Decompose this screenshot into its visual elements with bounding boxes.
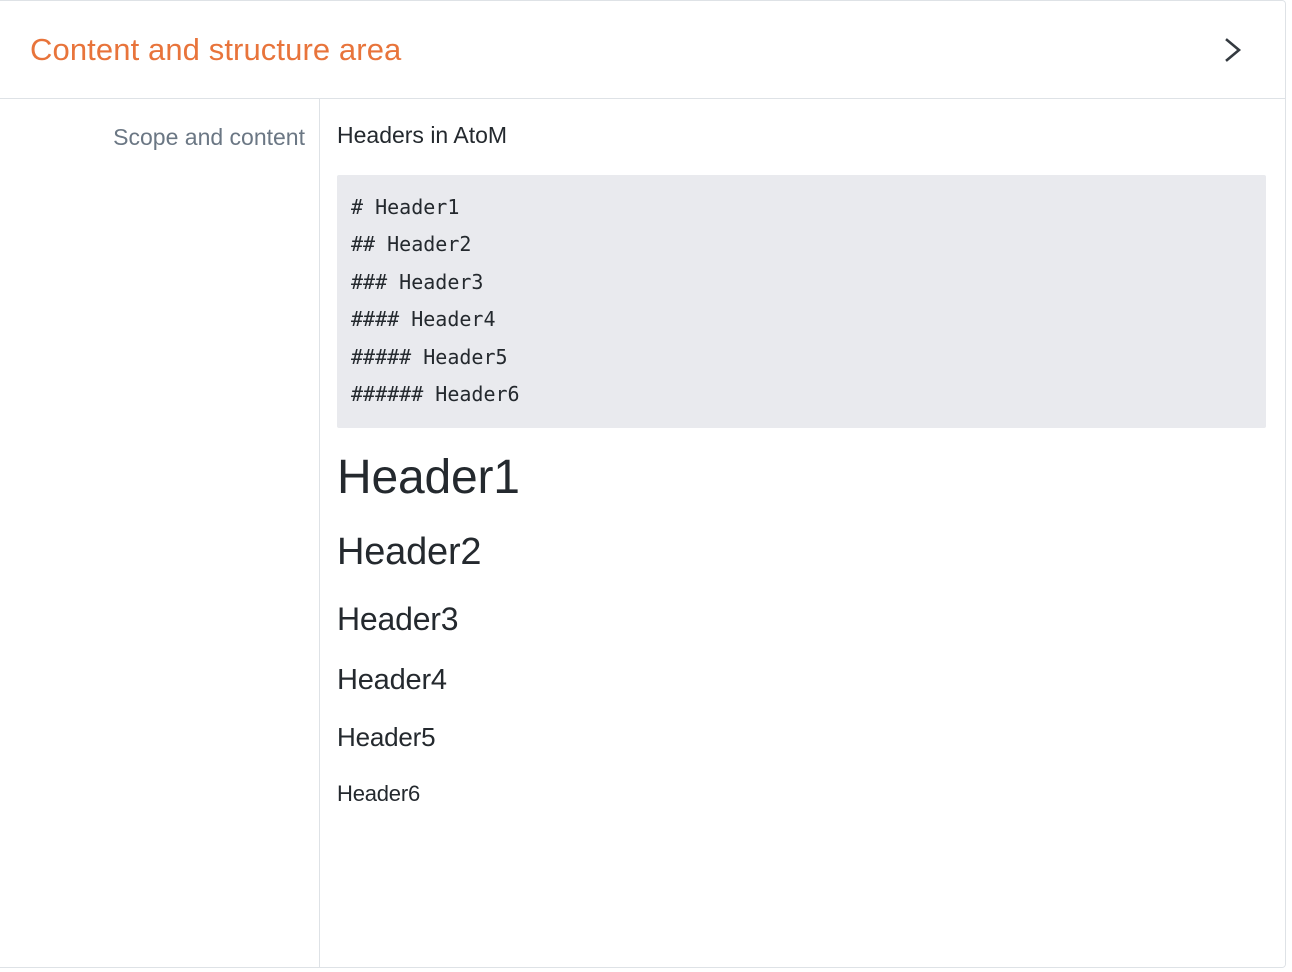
rendered-heading-4: Header4	[337, 663, 447, 696]
chevron-right-icon	[1220, 35, 1246, 65]
field-label-scope-and-content: Scope and content	[113, 124, 305, 150]
rendered-heading-5: Header5	[337, 721, 436, 752]
rendered-heading-1: Header1	[337, 450, 520, 504]
page-title: Content and structure area	[30, 32, 402, 67]
markdown-code-block: # Header1 ## Header2 ### Header3 #### He…	[337, 174, 1266, 428]
rendered-markdown-output: Header1 Header2 Header3 Header4 Header5 …	[337, 450, 1275, 806]
panel-collapse-toggle[interactable]	[1211, 28, 1255, 72]
rendered-heading-3: Header3	[337, 600, 459, 637]
content-intro-text: Headers in AtoM	[337, 122, 508, 148]
panel-header: Content and structure area	[0, 1, 1285, 99]
field-label-column: Scope and content	[0, 99, 320, 967]
rendered-heading-2: Header2	[337, 531, 482, 574]
markdown-code-text: # Header1 ## Header2 ### Header3 #### He…	[351, 194, 520, 407]
field-content-column: Headers in AtoM # Header1 ## Header2 ###…	[320, 99, 1285, 967]
panel-body: Scope and content Headers in AtoM # Head…	[0, 99, 1285, 967]
rendered-heading-6: Header6	[337, 780, 420, 806]
